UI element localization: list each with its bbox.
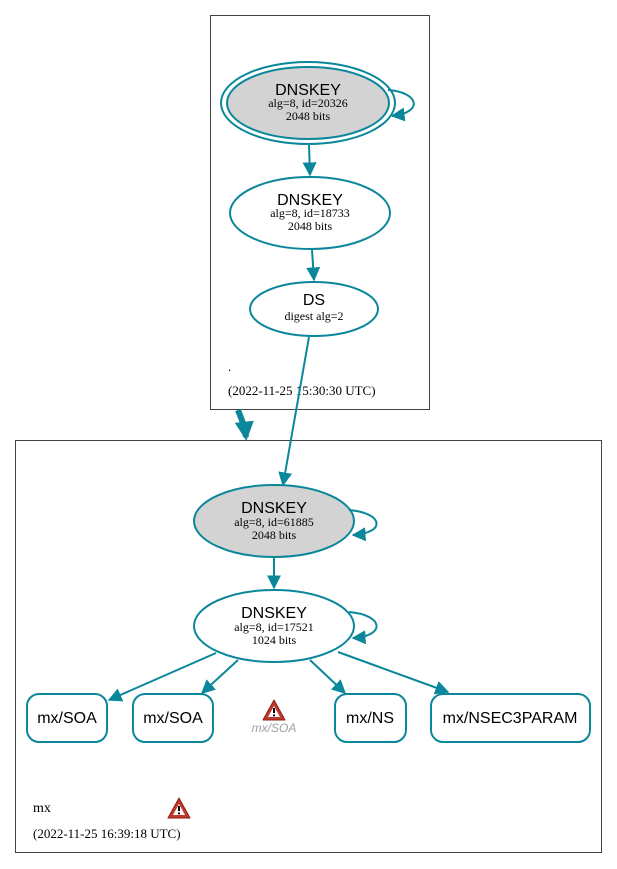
root-zsk-node[interactable]: DNSKEY alg=8, id=18733 2048 bits (229, 176, 391, 250)
root-ksk-type: DNSKEY (275, 82, 341, 99)
mx-record-nsec3param-label: mx/NSEC3PARAM (443, 710, 578, 727)
root-ds-node[interactable]: DS digest alg=2 (249, 281, 379, 337)
root-ds-detail: digest alg=2 (284, 309, 343, 323)
mx-zone-box (15, 440, 602, 853)
root-zone-timestamp: (2022-11-25 15:30:30 UTC) (228, 383, 376, 398)
mx-zsk-node[interactable]: DNSKEY alg=8, id=17521 1024 bits (193, 589, 355, 663)
root-zsk-size: 2048 bits (288, 219, 333, 233)
root-zsk-to-ds-edge (306, 249, 321, 282)
root-zone: DNSKEY alg=8, id=20326 2048 bits DNSKEY … (210, 15, 430, 410)
mx-zsk-to-soa-2-edge (200, 659, 239, 694)
root-zsk-type: DNSKEY (277, 192, 343, 209)
root-ksk-size: 2048 bits (286, 109, 331, 123)
mx-ksk-detail: alg=8, id=61885 (234, 515, 314, 529)
mx-record-ns[interactable]: mx/NS (334, 693, 407, 743)
mx-ksk-size: 2048 bits (252, 528, 297, 542)
mx-record-nsec3param[interactable]: mx/NSEC3PARAM (430, 693, 591, 743)
zone-warning-icon[interactable] (167, 797, 191, 819)
mx-ksk-self-signature-edge (348, 509, 378, 542)
mx-record-soa-warning-label: mx/SOA (252, 721, 297, 735)
mx-zsk-to-soa-1-edge (107, 652, 217, 702)
mx-record-soa-2[interactable]: mx/SOA (132, 693, 214, 743)
mx-zsk-type: DNSKEY (241, 605, 307, 622)
mx-record-soa-1[interactable]: mx/SOA (26, 693, 108, 743)
root-zone-box (210, 15, 430, 410)
mx-zsk-to-ns-edge (309, 659, 347, 694)
root-zsk-detail: alg=8, id=18733 (270, 206, 350, 220)
mx-zsk-size: 1024 bits (252, 633, 297, 647)
mx-ksk-node[interactable]: DNSKEY alg=8, id=61885 2048 bits (193, 484, 355, 558)
root-ksk-self-signature-edge (387, 89, 415, 122)
mx-zone-timestamp: (2022-11-25 16:39:18 UTC) (33, 826, 181, 841)
mx-zsk-self-signature-edge (348, 611, 378, 645)
root-ksk-detail: alg=8, id=20326 (268, 96, 348, 110)
root-ksk-to-zsk-edge (302, 144, 317, 177)
root-zone-name: . (228, 359, 231, 374)
ds-to-mx-ksk-edge (278, 336, 310, 487)
mx-record-ns-label: mx/NS (346, 710, 394, 727)
root-ksk-node[interactable]: DNSKEY alg=8, id=20326 2048 bits (220, 61, 396, 145)
mx-zsk-detail: alg=8, id=17521 (234, 620, 314, 634)
warning-icon (262, 699, 286, 721)
mx-zone: DNSKEY alg=8, id=61885 2048 bits DNSKEY … (15, 336, 602, 853)
mx-zone-name: mx (33, 801, 51, 816)
mx-ksk-type: DNSKEY (241, 500, 307, 517)
delegation-edge (234, 408, 254, 441)
mx-record-soa-2-label: mx/SOA (143, 710, 203, 727)
mx-record-soa-warning[interactable]: mx/SOA (252, 699, 297, 735)
root-ds-type: DS (303, 292, 325, 309)
mx-record-soa-1-label: mx/SOA (37, 710, 97, 727)
mx-zsk-to-nsec3param-edge (337, 651, 450, 695)
